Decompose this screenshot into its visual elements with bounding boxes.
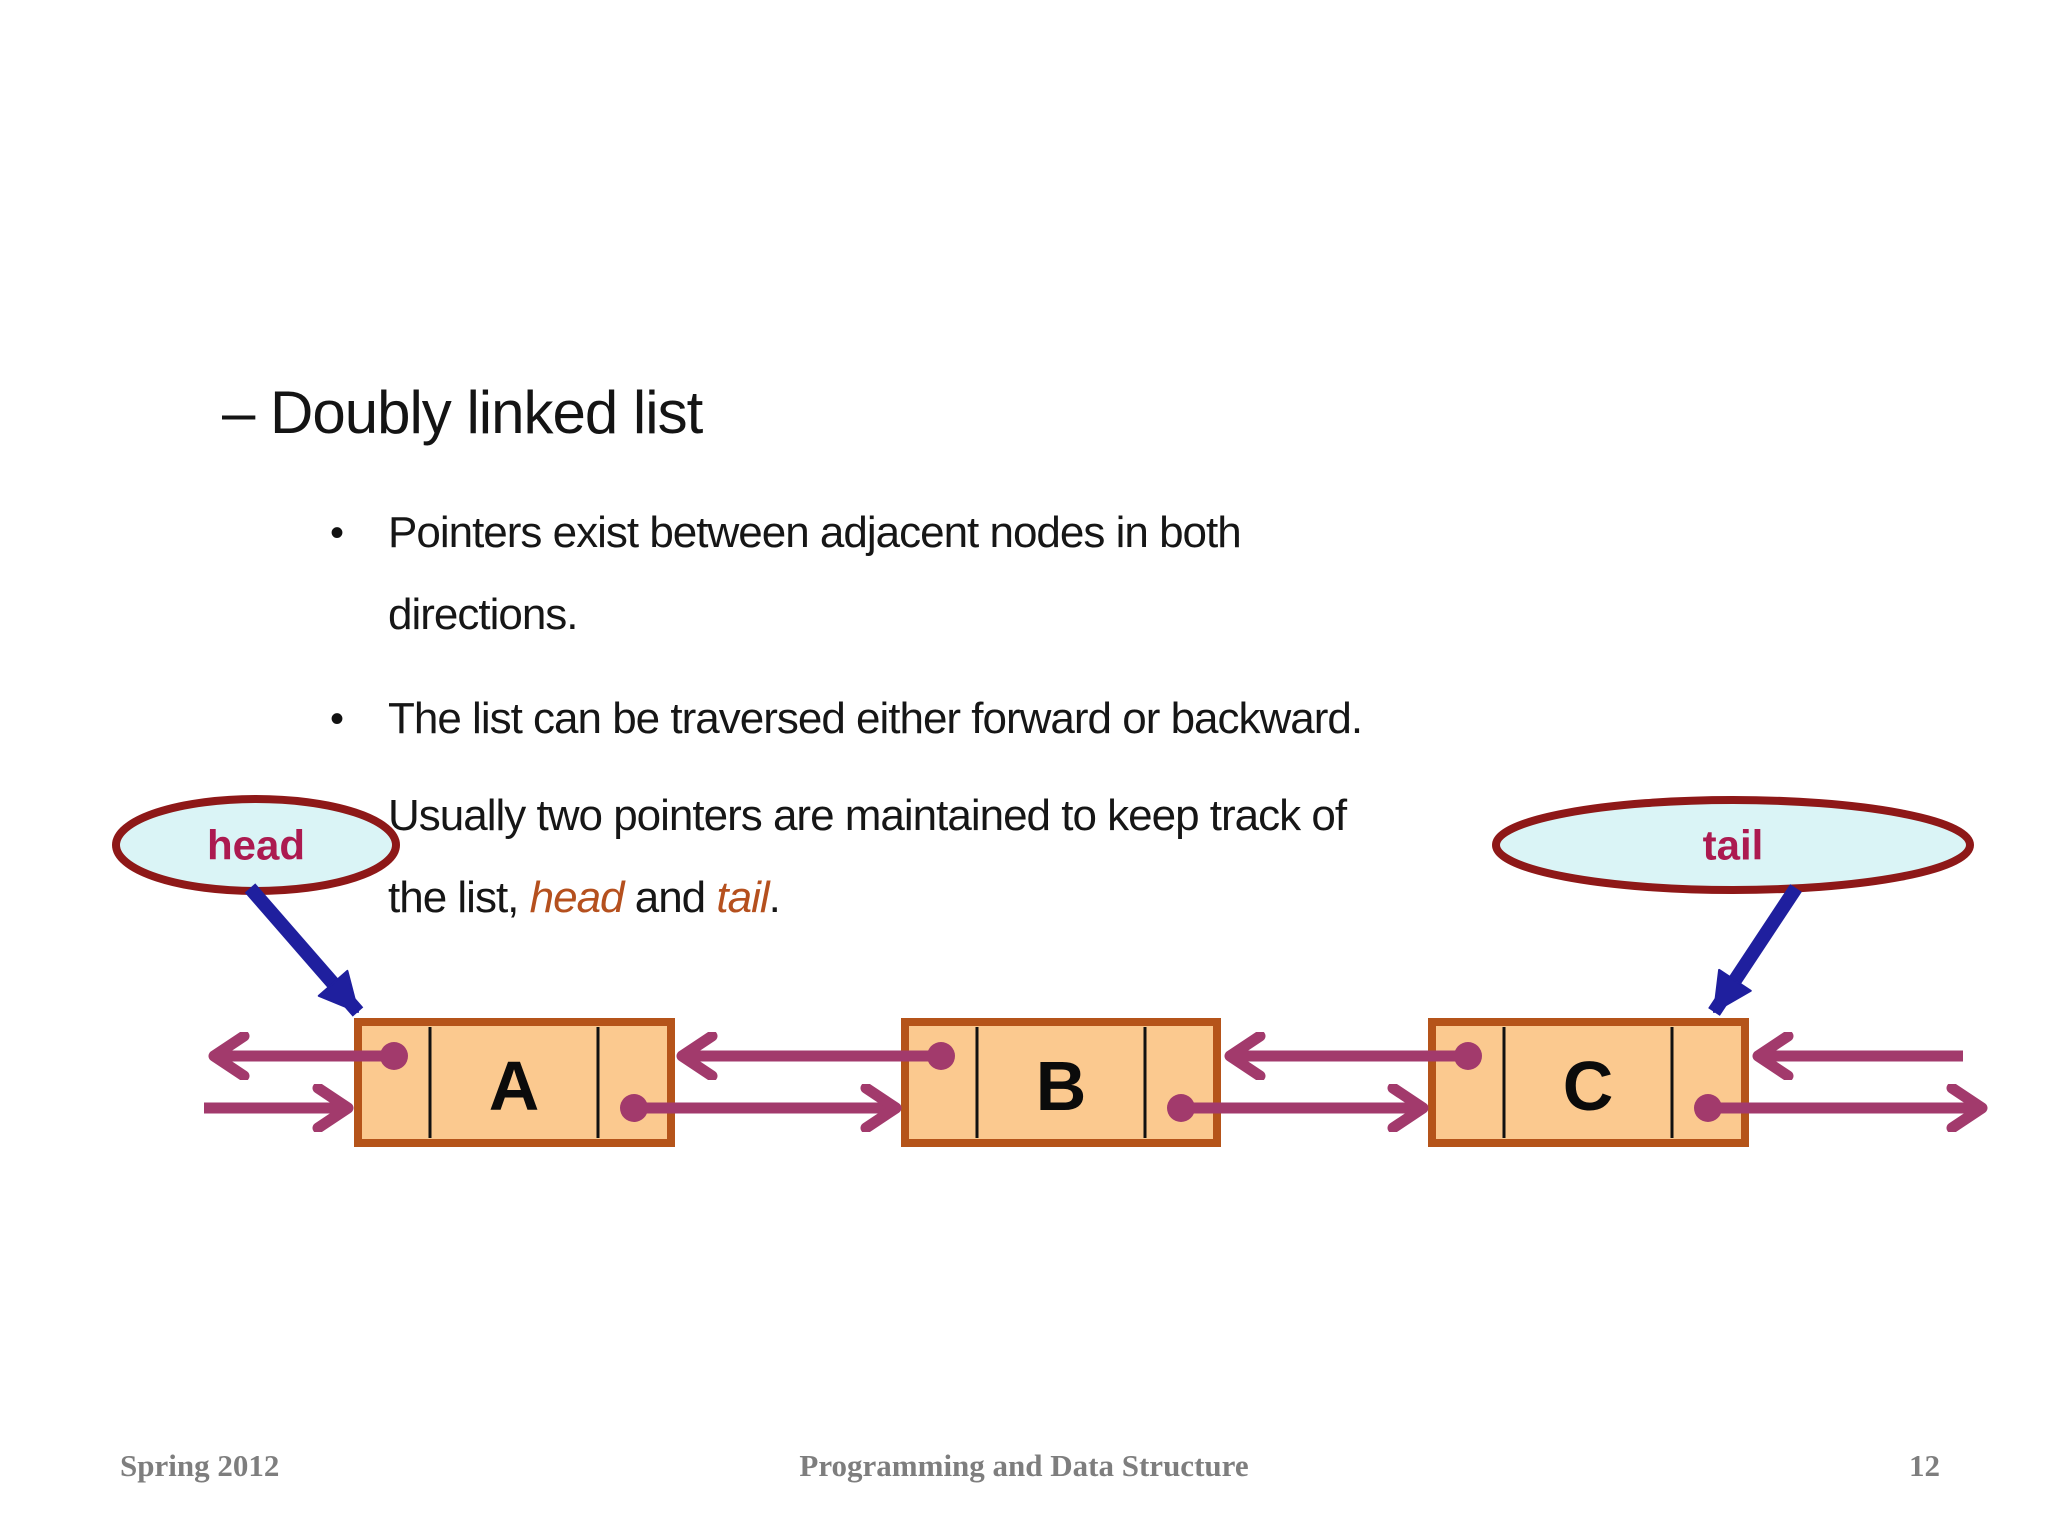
bullet-line: The list can be traversed either forward… <box>388 694 1363 743</box>
bullet-line-pre: the list, <box>388 873 530 922</box>
head-label: head <box>207 822 305 869</box>
slide-title: – Doubly linked list <box>222 379 703 446</box>
bullet-line-rich: the list, head and tail. <box>388 857 1346 939</box>
backward-pointer-arrows <box>214 1042 1963 1070</box>
footer-page-number: 12 <box>1909 1448 1940 1483</box>
tail-ellipse <box>1492 796 1974 894</box>
head-pointer-arrow <box>244 883 364 1017</box>
bullet-line-end: . <box>768 873 781 922</box>
bullet-line-mid: and <box>623 873 717 922</box>
bullet-line: Pointers exist between adjacent nodes in… <box>388 508 1242 557</box>
bullet-line: Usually two pointers are maintained to k… <box>388 791 1347 840</box>
bullet-dot: • <box>330 511 345 555</box>
bullet-item-2: • The list can be traversed either forwa… <box>330 678 1363 760</box>
bullet-line: directions. <box>388 590 579 639</box>
node-label-c: C <box>1563 1047 1614 1125</box>
footer-course-title: Programming and Data Structure <box>799 1448 1249 1483</box>
tail-label: tail <box>1703 822 1764 869</box>
node-label-a: A <box>489 1047 540 1125</box>
bullet-text: Usually two pointers are maintained to k… <box>388 775 1347 939</box>
node-box-c: C <box>1428 1018 1749 1147</box>
forward-pointer-arrows <box>204 1094 1982 1122</box>
bullet-item-3: • Usually two pointers are maintained to… <box>330 775 1347 939</box>
node-box-a: A <box>354 1018 675 1147</box>
tail-emphasis-word: tail <box>716 873 769 922</box>
bullet-text: Pointers exist between adjacent nodes in… <box>388 492 1242 656</box>
node-box-b: B <box>901 1018 1221 1147</box>
footer-semester: Spring 2012 <box>120 1448 280 1483</box>
tail-pointer-arrow <box>1708 884 1802 1016</box>
head-emphasis-word: head <box>529 873 625 922</box>
bullet-item-1: • Pointers exist between adjacent nodes … <box>330 492 1242 656</box>
node-label-b: B <box>1036 1047 1087 1125</box>
bullet-text: The list can be traversed either forward… <box>388 678 1363 760</box>
bullet-dot: • <box>330 697 345 741</box>
